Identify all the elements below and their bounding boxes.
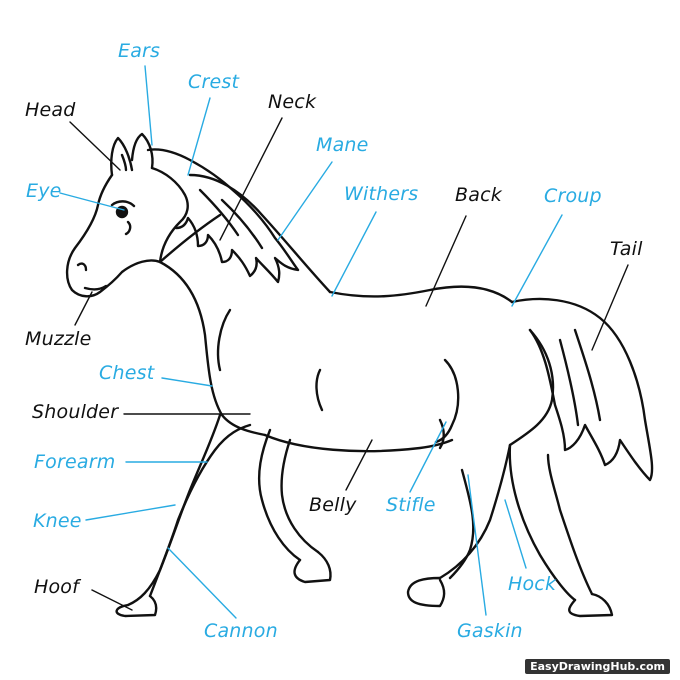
label-cannon: Cannon: [204, 620, 278, 642]
label-head: Head: [25, 99, 76, 121]
horse-mane: [146, 148, 300, 284]
label-shoulder: Shoulder: [32, 401, 119, 423]
label-back: Back: [455, 184, 502, 206]
label-neck: Neck: [268, 91, 317, 113]
horse-belly: [263, 433, 454, 453]
label-forearm: Forearm: [34, 451, 116, 473]
label-hock: Hock: [508, 573, 557, 595]
watermark: EasyDrawingHub.com: [525, 659, 670, 674]
label-croup: Croup: [544, 185, 602, 207]
horse-chest: [158, 260, 267, 437]
label-withers: Withers: [344, 183, 419, 205]
horse-tail: [510, 297, 654, 482]
horse-head: [65, 173, 162, 298]
label-eye: Eye: [26, 180, 62, 202]
label-stifle: Stifle: [386, 494, 436, 516]
leader-lines: [59, 65, 629, 619]
label-hoof: Hoof: [34, 576, 80, 598]
horse-back: [328, 285, 514, 304]
label-muzzle: Muzzle: [25, 328, 92, 350]
label-tail: Tail: [610, 238, 643, 260]
label-ears: Ears: [118, 40, 161, 62]
label-crest: Crest: [188, 71, 240, 93]
horse-ear-right: [130, 132, 154, 170]
label-belly: Belly: [309, 494, 357, 516]
label-gaskin: Gaskin: [457, 620, 523, 642]
label-knee: Knee: [33, 510, 82, 532]
horse-neck: [158, 213, 222, 264]
label-mane: Mane: [316, 134, 369, 156]
horse-drawing: [65, 132, 654, 618]
label-chest: Chest: [99, 362, 155, 384]
horse-hindquarter: [508, 328, 577, 602]
